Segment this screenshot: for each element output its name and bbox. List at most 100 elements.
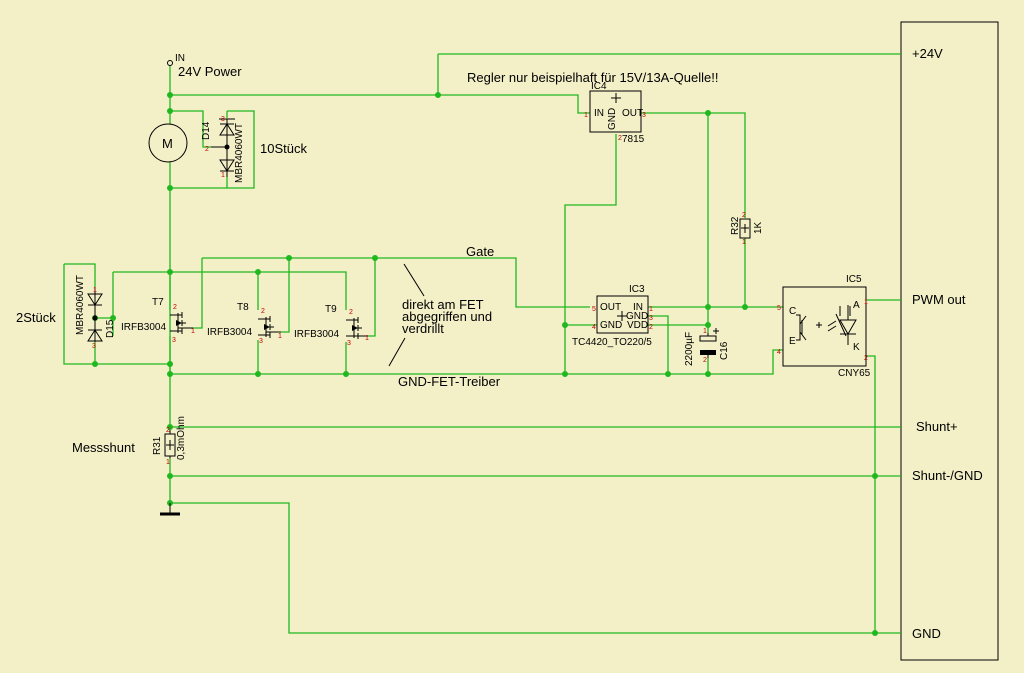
r32-name: R32 <box>730 216 741 235</box>
svg-text:3: 3 <box>642 112 646 119</box>
connector-block <box>900 21 999 661</box>
svg-text:1: 1 <box>365 335 369 342</box>
t7-name: T7 <box>152 297 164 308</box>
gnd-fet-label: GND-FET-Treiber <box>398 374 501 389</box>
ic5-optocoupler: IC5 C E A K CNY65 5 4 1 2 <box>777 274 871 379</box>
svg-text:2: 2 <box>649 324 653 331</box>
ic5-a: A <box>853 300 860 311</box>
ic3-gnd2: GND <box>626 311 648 322</box>
resistor-r32: 2 1 R32 1K <box>730 212 764 246</box>
connector-shunt-minus: Shunt-/GND <box>912 468 983 483</box>
t9-value: IRFB3004 <box>294 329 339 340</box>
t8-value: IRFB3004 <box>207 327 252 338</box>
svg-text:2: 2 <box>205 146 209 153</box>
svg-text:3: 3 <box>92 343 96 350</box>
ic5-name: IC5 <box>846 274 862 285</box>
svg-text:1: 1 <box>221 172 225 179</box>
ic3-vdd: VDD <box>627 320 648 331</box>
resistor-r31: 2 1 R31 0,3mOhm <box>152 416 187 466</box>
connector-gnd: GND <box>912 626 941 641</box>
ic4-name: IC4 <box>591 81 607 92</box>
svg-text:2: 2 <box>864 355 868 362</box>
motor-label: M <box>162 136 173 151</box>
mosfet-t9: 2 1 3 T9 IRFB3004 <box>294 304 369 347</box>
svg-text:2: 2 <box>173 304 177 311</box>
count10-label: 10Stück <box>260 141 307 156</box>
ic3-value: TC4420_TO220/5 <box>572 337 652 348</box>
svg-text:4: 4 <box>777 349 781 356</box>
svg-text:1: 1 <box>278 333 282 340</box>
svg-text:5: 5 <box>777 305 781 312</box>
svg-text:3: 3 <box>221 116 225 123</box>
connector-shunt-plus: Shunt+ <box>916 419 958 434</box>
ic5-e: E <box>789 336 796 347</box>
r31-name: R31 <box>152 436 163 455</box>
power-label: 24V Power <box>178 64 242 79</box>
svg-text:3: 3 <box>347 340 351 347</box>
svg-text:3: 3 <box>172 337 176 344</box>
ic5-c: C <box>789 306 796 317</box>
ic5-value: CNY65 <box>838 368 871 379</box>
gate-label: Gate <box>466 244 494 259</box>
ic4-out: OUT <box>622 108 643 119</box>
connector-pwm: PWM out <box>912 292 966 307</box>
ic3-gnd: GND <box>600 320 622 331</box>
r32-value: 1K <box>753 221 764 234</box>
svg-text:2: 2 <box>349 309 353 316</box>
svg-text:3: 3 <box>649 315 653 322</box>
svg-text:1: 1 <box>742 239 746 246</box>
mosfet-t8: 2 1 3 T8 IRFB3004 <box>207 302 282 345</box>
ground-symbol <box>160 503 180 516</box>
ic3-name: IC3 <box>629 284 645 295</box>
svg-text:1: 1 <box>93 287 97 294</box>
t9-name: T9 <box>325 304 337 315</box>
diode-d14: 3 2 1 D14 MBR4060WT <box>201 116 245 183</box>
diode-d15: 1 3 MBR4060WT D15 <box>75 275 116 350</box>
junctions <box>92 92 878 636</box>
d14-name: D14 <box>201 121 212 140</box>
ic4-in: IN <box>594 108 604 119</box>
ic5-k: K <box>853 342 860 353</box>
c16-value: 2200µF <box>684 332 695 366</box>
ic4-gnd: GND <box>607 108 618 130</box>
svg-text:2: 2 <box>742 212 746 219</box>
svg-text:1: 1 <box>191 328 195 335</box>
motor: M <box>148 123 188 163</box>
t8-name: T8 <box>237 302 249 313</box>
svg-text:5: 5 <box>592 306 596 313</box>
ic3-driver: IC3 OUT IN GND GND VDD TC4420_TO220/5 5 … <box>572 284 653 348</box>
t7-value: IRFB3004 <box>121 322 166 333</box>
messshunt-label: Messshunt <box>72 440 135 455</box>
in-label: IN <box>175 53 185 64</box>
note-fet-3: verdrillt <box>402 321 444 336</box>
svg-text:1: 1 <box>166 459 170 466</box>
svg-text:1: 1 <box>864 299 868 306</box>
ic3-in: IN <box>633 302 643 313</box>
svg-text:4: 4 <box>592 324 596 331</box>
c16-name: C16 <box>719 341 730 360</box>
ic4-regulator: IC4 IN OUT GND 7815 1 3 2 <box>584 81 646 145</box>
svg-text:2: 2 <box>261 308 265 315</box>
note-fet-1: direkt am FET <box>402 297 484 312</box>
svg-text:2: 2 <box>166 427 170 434</box>
mosfet-t7: 2 1 3 T7 IRFB3004 <box>121 297 195 344</box>
svg-text:1: 1 <box>703 328 707 335</box>
d15-value: MBR4060WT <box>75 275 86 335</box>
svg-text:1: 1 <box>649 306 653 313</box>
d14-value: MBR4060WT <box>234 123 245 183</box>
d15-name: D15 <box>105 319 116 338</box>
svg-text:2: 2 <box>618 135 622 142</box>
supply-symbol: IN 24V Power <box>167 53 242 79</box>
svg-text:2: 2 <box>703 357 707 364</box>
svg-text:1: 1 <box>584 112 588 119</box>
ic4-value: 7815 <box>622 134 645 145</box>
note-regulator: Regler nur beispielhaft für 15V/13A-Quel… <box>467 70 718 85</box>
wires <box>63 53 901 634</box>
svg-text:3: 3 <box>259 338 263 345</box>
connector-24v: +24V <box>912 46 943 61</box>
capacitor-c16: 1 2 2200µF C16 <box>684 328 730 366</box>
count2-label: 2Stück <box>16 310 56 325</box>
r31-value: 0,3mOhm <box>176 416 187 460</box>
ic3-out: OUT <box>600 302 621 313</box>
